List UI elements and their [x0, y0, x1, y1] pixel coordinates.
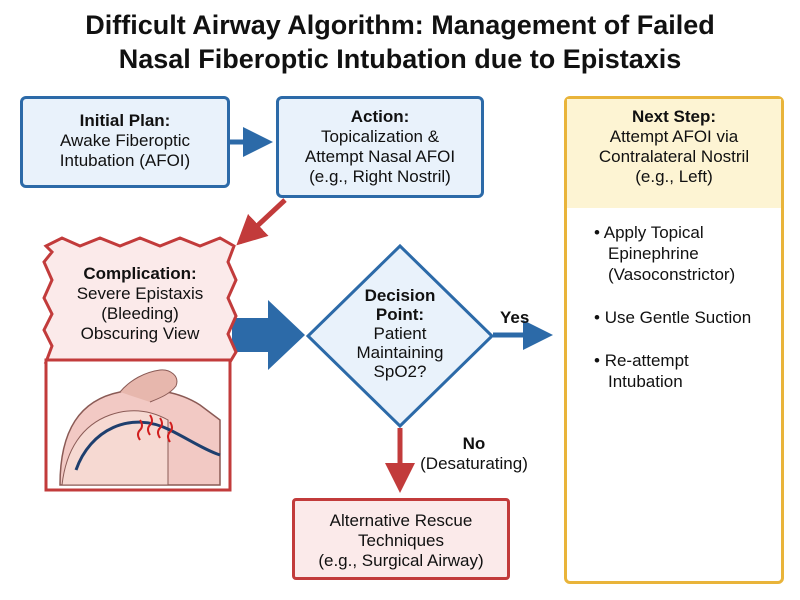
arrow-action-to-complication	[236, 198, 287, 246]
no-label: No (Desaturating)	[408, 434, 540, 474]
title-line-1: Difficult Airway Algorithm: Management o…	[85, 10, 715, 40]
initial-plan-line-1: Awake Fiberoptic	[59, 131, 191, 150]
next-step-line-1: Attempt AFOI via	[609, 127, 739, 146]
complication-heading: Complication:	[83, 264, 197, 283]
page-title: Difficult Airway Algorithm: Management o…	[0, 8, 800, 76]
complication-line-3: Obscuring View	[80, 324, 200, 343]
initial-plan-box: Initial Plan: Awake Fiberoptic Intubatio…	[20, 96, 230, 188]
no-label-line-1: No	[462, 434, 486, 453]
epistaxis-illustration	[59, 369, 221, 486]
rescue-box: Alternative Rescue Techniques (e.g., Sur…	[292, 498, 510, 580]
arrow-complication-to-decision	[232, 300, 305, 370]
title-line-2: Nasal Fiberoptic Intubation due to Epist…	[118, 44, 682, 74]
bullet-3-text-1: Re-attempt	[604, 351, 689, 370]
bullet-2-text-1: Use Gentle Suction	[604, 308, 752, 327]
decision-diamond	[305, 243, 495, 429]
action-box: Action: Topicalization & Attempt Nasal A…	[276, 96, 484, 198]
action-line-1: Topicalization &	[320, 127, 440, 146]
decision-text: Decision Point: Patient Maintaining SpO2…	[340, 286, 460, 381]
next-step-line-2: Contralateral Nostril	[598, 147, 750, 166]
next-step-panel: Next Step: Attempt AFOI via Contralatera…	[564, 96, 784, 584]
bullet-1-text-1: Apply Topical	[603, 223, 704, 242]
rescue-line-3: (e.g., Surgical Airway)	[318, 551, 484, 570]
complication-text: Complication: Severe Epistaxis (Bleeding…	[52, 264, 228, 344]
bullet-1-line-1: • Apply Topical	[594, 223, 704, 242]
action-heading: Action:	[350, 107, 410, 126]
bullet-3-line-2: Intubation	[608, 372, 683, 391]
bullet-2-line-1: • Use Gentle Suction	[594, 308, 752, 327]
decision-line-2: Point:	[375, 305, 425, 324]
complication-burst-frame	[42, 236, 238, 364]
decision-line-3: Patient	[373, 324, 427, 343]
decision-line-4: Maintaining	[356, 343, 444, 362]
bullet-1-line-2: Epinephrine	[608, 244, 699, 263]
complication-line-1: Severe Epistaxis	[76, 284, 204, 303]
decision-line-1: Decision	[364, 286, 436, 305]
bullet-item-1: • Apply Topical Epinephrine (Vasoconstri…	[594, 222, 774, 285]
action-line-3: (e.g., Right Nostril)	[309, 167, 451, 186]
no-label-line-2: (Desaturating)	[420, 454, 528, 473]
decision-line-5: SpO2?	[373, 362, 427, 381]
next-step-heading: Next Step:	[631, 107, 717, 126]
yes-label: Yes	[500, 308, 530, 327]
next-step-header: Next Step: Attempt AFOI via Contralatera…	[567, 99, 781, 208]
complication-line-2: (Bleeding)	[101, 304, 179, 323]
initial-plan-heading: Initial Plan:	[79, 111, 171, 130]
bullet-item-3: • Re-attempt Intubation	[594, 350, 774, 392]
initial-plan-line-2: Intubation (AFOI)	[59, 151, 191, 170]
bullet-3-line-1: • Re-attempt	[594, 351, 689, 370]
action-line-2: Attempt Nasal AFOI	[304, 147, 456, 166]
rescue-line-2: Techniques	[357, 531, 444, 550]
rescue-line-1: Alternative Rescue	[329, 511, 473, 530]
next-step-line-3: (e.g., Left)	[635, 167, 713, 186]
bullet-item-2: • Use Gentle Suction	[594, 307, 784, 328]
bullet-1-line-3: (Vasoconstrictor)	[608, 265, 736, 284]
